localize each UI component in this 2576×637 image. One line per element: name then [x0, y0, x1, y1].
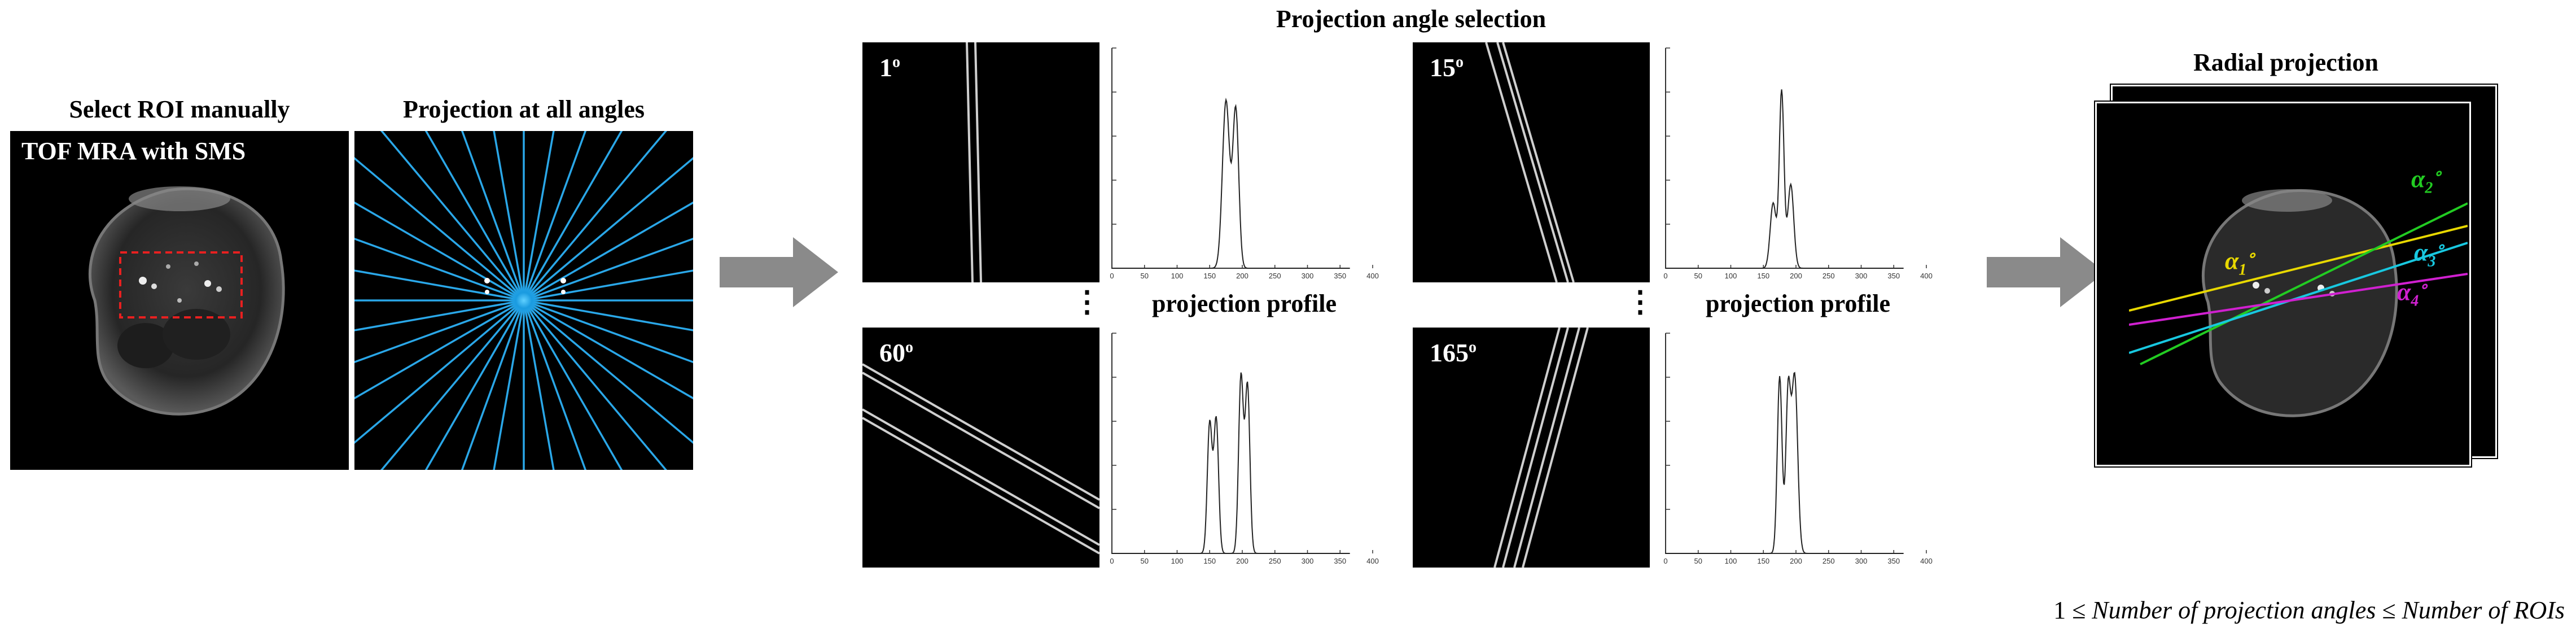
ellipsis-left: ⋮	[1072, 286, 1102, 318]
profile-curve	[1112, 372, 1350, 554]
x-tick-label: 0	[1663, 272, 1667, 280]
angle-image-1: 1o	[862, 42, 1099, 282]
x-tick-label: 100	[1725, 272, 1737, 280]
x-tick-label: 50	[1694, 557, 1702, 565]
plot-axes	[1665, 333, 1904, 554]
plot-axes	[1111, 333, 1350, 554]
x-tick-label: 300	[1855, 557, 1868, 565]
x-tick-label: 150	[1203, 557, 1216, 565]
x-tick-label: 250	[1823, 272, 1835, 280]
angle-image-15: 15o	[1413, 42, 1650, 282]
formula-constraint: 1 ≤ Number of projection angles ≤ Number…	[2053, 596, 2565, 624]
profile-plot-60: 0 50 100 150 200 250 300 350 400	[1107, 328, 1381, 568]
projection-all-angles-panel	[354, 131, 693, 470]
x-tick-label: 400	[1920, 557, 1933, 565]
title-angle-selection: Projection angle selection	[1276, 5, 1547, 33]
angle-label-60: 60o	[879, 338, 913, 367]
mra-image	[89, 186, 285, 416]
x-tick-label: 400	[1366, 272, 1379, 280]
x-tick-label: 350	[1887, 557, 1900, 565]
arrow-right-2	[1987, 237, 2105, 307]
projection-star-diagram	[354, 131, 693, 470]
ellipsis-right: ⋮	[1626, 286, 1655, 318]
angle-image-60: 60o	[862, 328, 1099, 568]
x-tick-label: 100	[1725, 557, 1737, 565]
radial-projection-image: α1∘ α2∘ α3∘ α4∘	[2129, 127, 2468, 460]
plot-axes	[1111, 48, 1350, 269]
x-tick-label: 0	[1663, 557, 1667, 565]
profile-curve	[1112, 97, 1350, 269]
x-tick-label: 400	[1366, 557, 1379, 565]
x-tick-label: 0	[1110, 272, 1114, 280]
x-tick-label: 250	[1269, 557, 1281, 565]
radial-line-2	[2140, 202, 2468, 365]
alpha-label-1: α1∘	[2225, 247, 2257, 279]
x-tick-label: 300	[1302, 272, 1314, 280]
roi-box	[119, 251, 243, 318]
radial-line-3	[2129, 242, 2468, 354]
x-tick-label: 50	[1694, 272, 1702, 280]
x-tick-label: 100	[1171, 557, 1184, 565]
title-select-roi: Select ROI manually	[69, 95, 290, 123]
radial-line-4	[2129, 273, 2468, 326]
x-tick-label: 200	[1790, 272, 1802, 280]
angle-image-165: 165o	[1413, 328, 1650, 568]
x-tick-label: 200	[1790, 557, 1802, 565]
x-tick-label: 350	[1334, 557, 1346, 565]
profile-label-right: projection profile	[1705, 290, 1891, 317]
radial-line-1	[2129, 225, 2468, 312]
alpha-label-3: α3∘	[2414, 238, 2446, 270]
x-tick-label: 150	[1757, 272, 1769, 280]
x-tick-label: 400	[1920, 272, 1933, 280]
x-tick-label: 200	[1236, 557, 1248, 565]
x-tick-label: 350	[1887, 272, 1900, 280]
x-tick-label: 300	[1855, 272, 1868, 280]
profile-plot-1: 0 50 100 150 200 250 300 350 400	[1107, 42, 1381, 282]
x-tick-label: 0	[1110, 557, 1114, 565]
alpha-label-2: α2∘	[2411, 165, 2443, 197]
profile-plot-165: 0 50 100 150 200 250 300 350 400	[1661, 328, 1935, 568]
profile-label-left: projection profile	[1151, 290, 1337, 317]
angle-label-1: 1o	[879, 53, 900, 82]
x-tick-label: 100	[1171, 272, 1184, 280]
x-tick-label: 250	[1823, 557, 1835, 565]
x-tick-label: 150	[1203, 272, 1216, 280]
x-tick-label: 150	[1757, 557, 1769, 565]
alpha-label-4: α4∘	[2397, 278, 2429, 310]
mra-image-panel: TOF MRA with SMS	[10, 131, 349, 470]
x-tick-label: 350	[1334, 272, 1346, 280]
title-radial-projection: Radial projection	[2193, 49, 2378, 76]
angle-label-15: 15o	[1430, 53, 1464, 82]
title-projection-all-angles: Projection at all angles	[402, 95, 645, 123]
arrow-right-1	[720, 237, 838, 307]
x-tick-label: 50	[1141, 557, 1149, 565]
angle-label-165: 165o	[1430, 338, 1477, 367]
profile-curve	[1666, 89, 1904, 269]
profile-plot-15: 0 50 100 150 200 250 300 350 400	[1661, 42, 1935, 282]
profile-curve	[1666, 372, 1904, 554]
x-tick-label: 200	[1236, 272, 1248, 280]
x-tick-label: 250	[1269, 272, 1281, 280]
mra-label: TOF MRA with SMS	[21, 137, 246, 165]
x-tick-label: 50	[1141, 272, 1149, 280]
x-tick-label: 300	[1302, 557, 1314, 565]
